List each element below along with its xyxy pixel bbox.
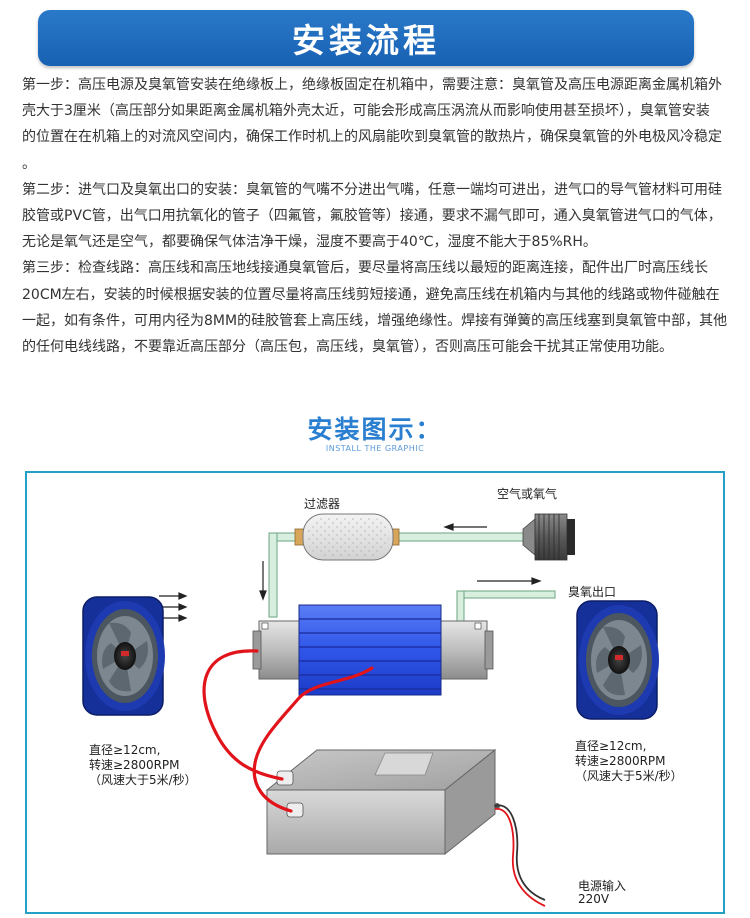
fan-right-spec: 直径≥12cm, 转速≥2800RPM （风速大于5米/秒） xyxy=(575,739,683,784)
filter-label: 过滤器 xyxy=(304,497,341,511)
installation-steps: 第一步：高压电源及臭氧管安装在绝缘板上，绝缘板固定在机箱中，需要注意：臭氧管及高… xyxy=(22,72,728,360)
mains-wires xyxy=(494,804,546,907)
fan-left-wind: （风速大于5米/秒） xyxy=(89,773,197,787)
ozone-outlet-pipe xyxy=(456,590,556,622)
step-3-line-1: 第三步：检查线路：高压线和高压地线接通臭氧管后，要尽量将高压线以最短的距离连接，… xyxy=(22,260,708,277)
step-1-line-2: 壳大于3厘米（高压部分如果距离金属机箱外壳太近，可能会形成高压涡流从而影响使用甚… xyxy=(22,103,710,120)
title-banner: 安装流程 xyxy=(38,10,694,66)
hv-wires xyxy=(202,649,374,813)
step-2-line-2: 胶管或PVC管，出气口用抗氧化的管子（四氟管，氟胶管等）接通，要求不漏气即可，通… xyxy=(22,208,722,225)
section-title: 安装图示： xyxy=(307,415,443,444)
power-input-label: 电源输入 xyxy=(578,879,627,893)
ozone-outlet-label: 臭氧出口 xyxy=(568,585,617,599)
filter-to-tube-pipe xyxy=(268,532,298,618)
step-2-line-3: 无论是氧气还是空气，都要确保气体洁净干燥，湿度不要高于40℃，湿度不能大于85%… xyxy=(22,234,597,251)
step-2-line-1: 第二步：进气口及臭氧出口的安装：臭氧管的气嘴不分进出气嘴，任意一端均可进出，进气… xyxy=(22,181,722,198)
fan-right-wind: （风速大于5米/秒） xyxy=(575,769,683,783)
fan-left-diameter: 直径≥12cm, xyxy=(89,743,161,757)
step-3-line-4: 的任何电线线路，不要靠近高压部分（高压包，高压线，臭氧管），否则高压可能会干扰其… xyxy=(22,339,673,356)
fan-left xyxy=(82,596,165,716)
step-1-line-3: 的位置在在机箱上的对流风空间内，确保工作时机上的风扇能吹到臭氧管的散热片，确保臭… xyxy=(22,129,722,146)
fan-left-spec: 直径≥12cm, 转速≥2800RPM （风速大于5米/秒） xyxy=(89,743,197,788)
diagram-drawing xyxy=(82,513,659,907)
step-3-line-3: 一起，如有条件，可用内径为8MM的硅胶管套上高压线，增强绝缘性。焊接有弹簧的高压… xyxy=(22,312,728,329)
flow-arrows xyxy=(159,523,542,622)
step-3-line-2: 20CM左右，安装的时候根据安装的位置尽量将高压线剪短接通，避免高压线在机箱内与… xyxy=(22,286,720,303)
fan-right-speed: 转速≥2800RPM xyxy=(575,754,666,768)
fan-right-diameter: 直径≥12cm, xyxy=(575,739,647,753)
air-input-label: 空气或氧气 xyxy=(497,487,558,501)
hv-power-supply xyxy=(265,748,500,856)
section-subtitle: INSTALL THE GRAPHIC xyxy=(325,444,425,453)
step-1-line-4: 。 xyxy=(22,155,36,172)
ozone-tube xyxy=(252,604,494,696)
page-title: 安装流程 xyxy=(292,21,440,60)
air-inlet-pipe xyxy=(396,532,528,542)
installation-diagram: 过滤器 空气或氧气 臭氧出口 电源输入 220V 直径≥12cm, 转速≥280… xyxy=(25,471,725,914)
power-voltage-label: 220V xyxy=(578,892,610,906)
air-inlet-nozzle xyxy=(522,513,575,561)
fan-right xyxy=(576,600,659,720)
fan-left-speed: 转速≥2800RPM xyxy=(89,758,180,772)
step-1-line-1: 第一步：高压电源及臭氧管安装在绝缘板上，绝缘板固定在机箱中，需要注意：臭氧管及高… xyxy=(22,77,722,93)
filter xyxy=(294,513,400,561)
